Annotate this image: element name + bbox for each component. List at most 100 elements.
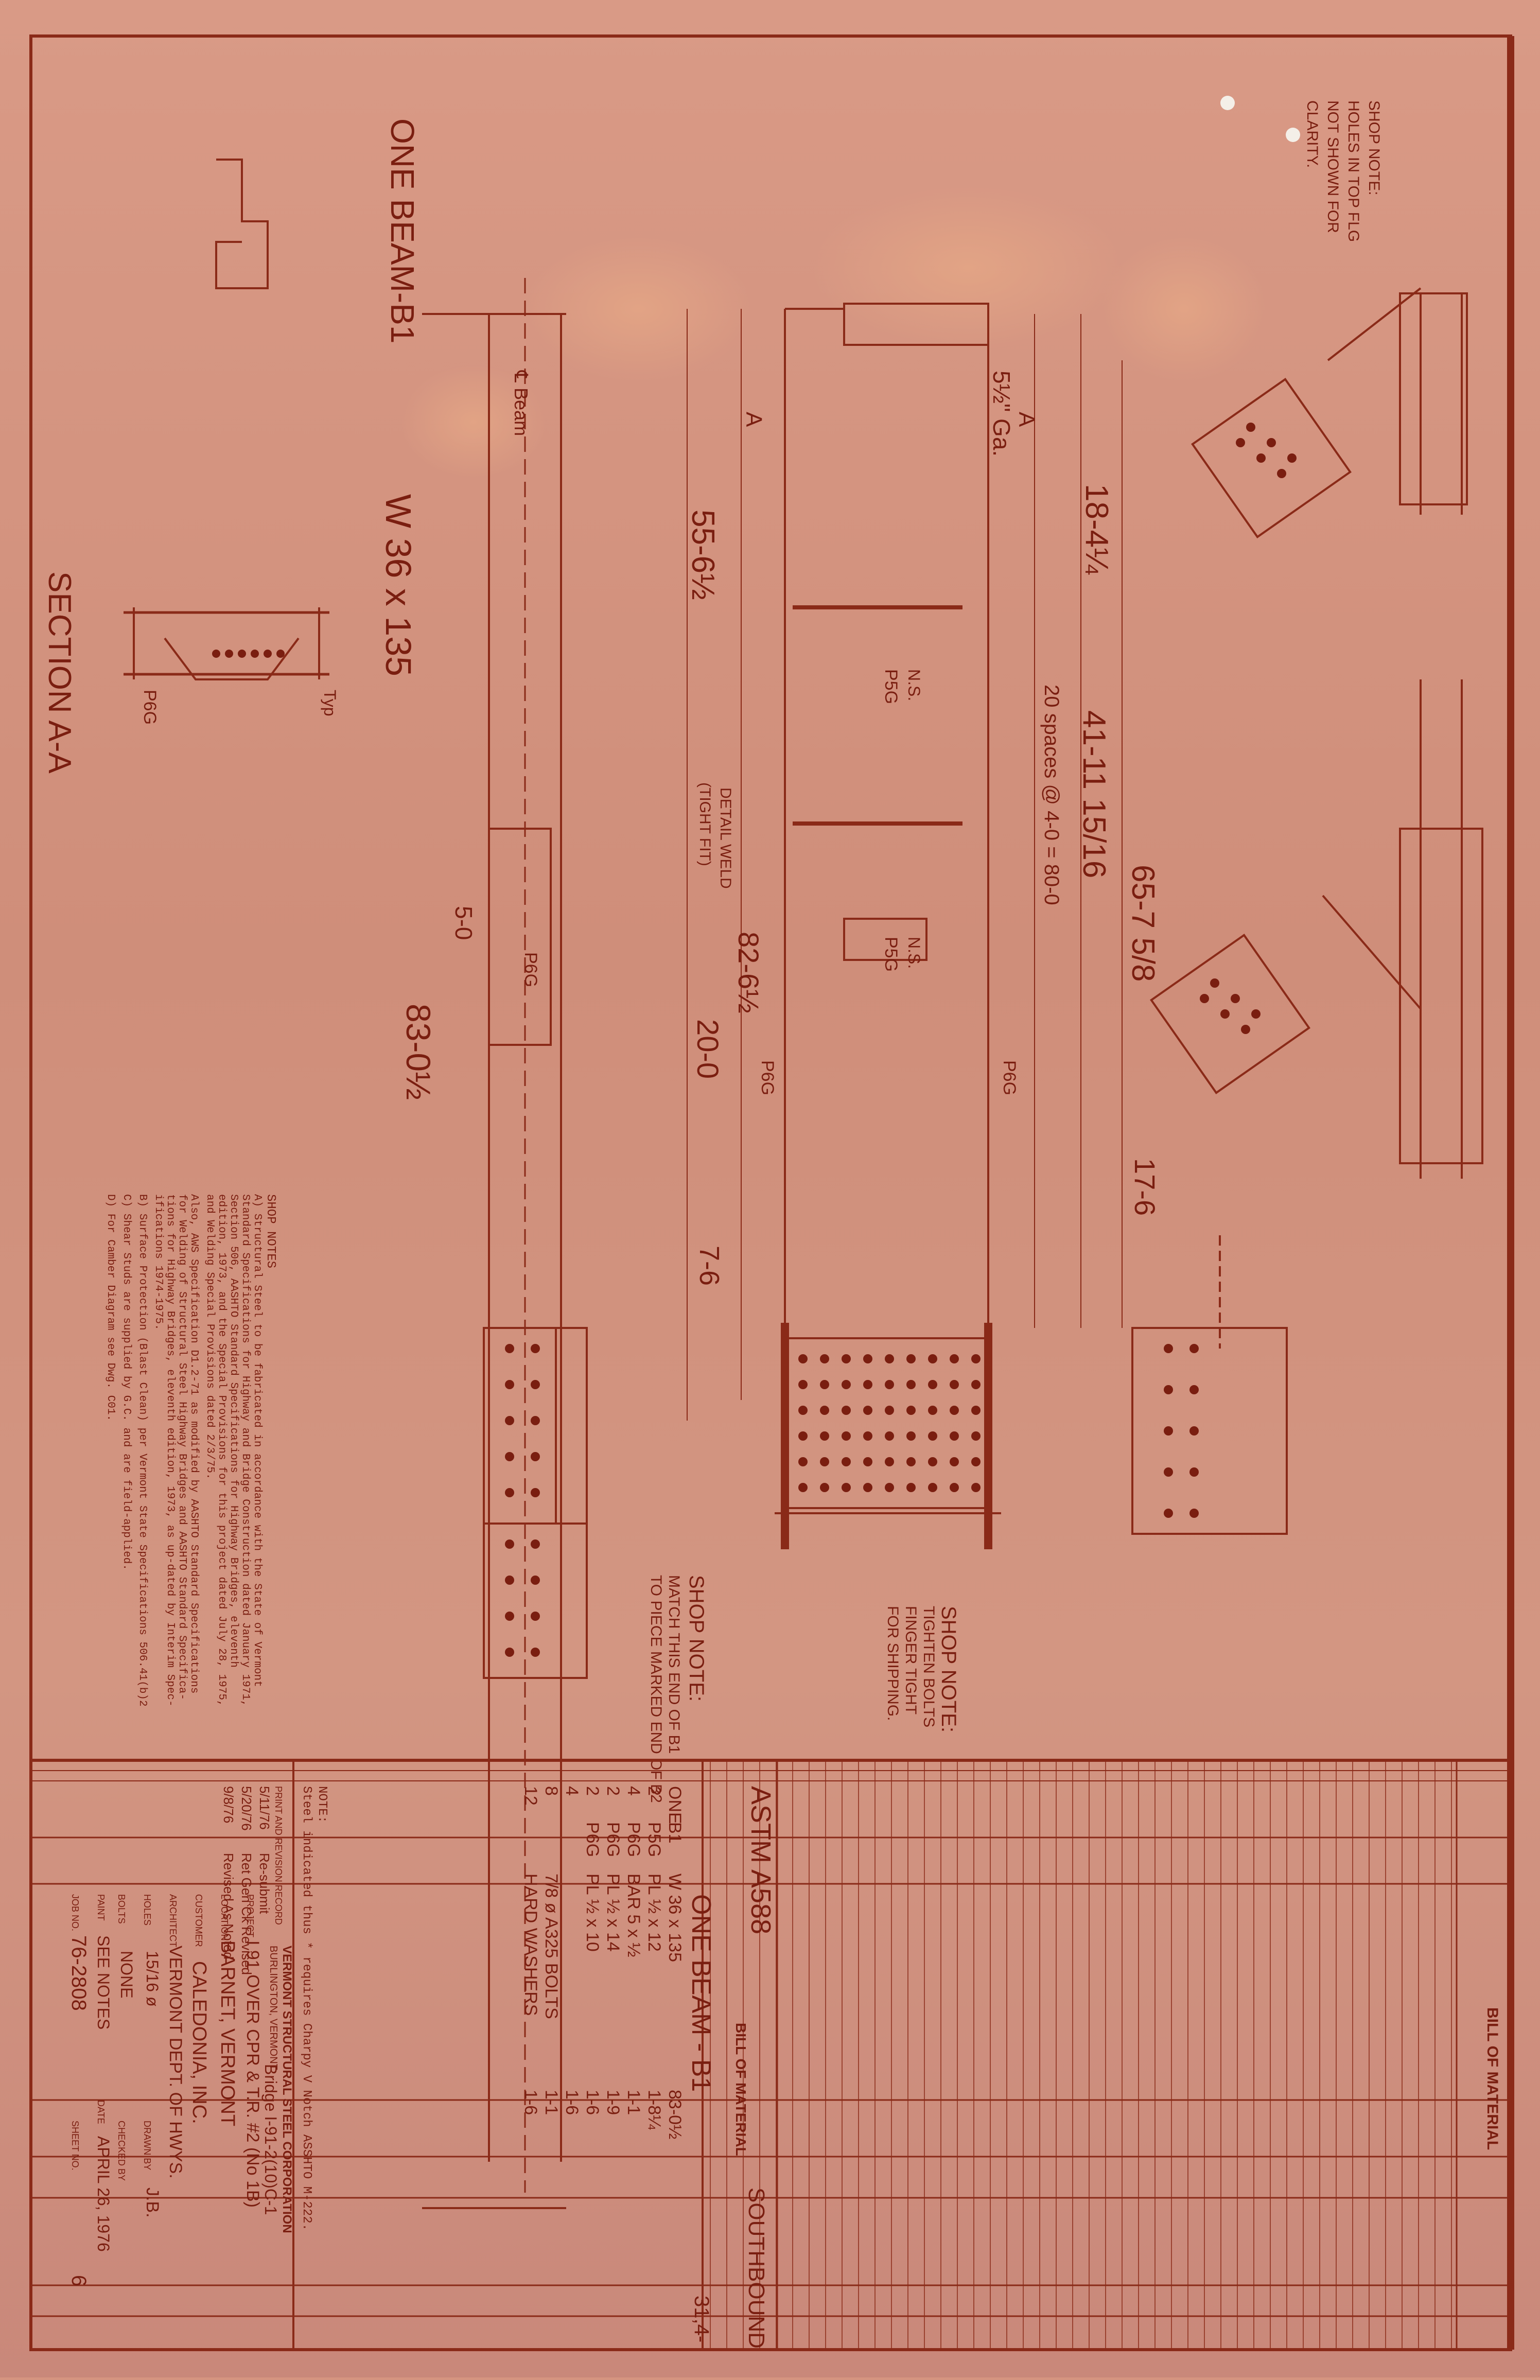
splice-bolt-hole — [906, 1431, 916, 1441]
shop-notes-line: B) Surface Protection (Blast Clean) per … — [136, 1194, 148, 1707]
splice-bolt-hole — [928, 1483, 937, 1492]
punch-hole — [1286, 128, 1300, 142]
splice-bolt-hole — [798, 1483, 808, 1492]
splice-bolt-hole — [885, 1354, 894, 1363]
a-mark-1: A — [741, 412, 766, 427]
bill-cell-mark: P6G — [603, 1822, 623, 1857]
location-value: BARNET, VERMONT — [217, 1940, 238, 2126]
splice-bolt-hole — [820, 1354, 829, 1363]
splice-bolt-hole — [885, 1457, 894, 1466]
splice-bolt-hole — [971, 1354, 981, 1363]
splice-bolt-hole — [798, 1406, 808, 1415]
holes-value: 15/16 ø — [143, 1951, 162, 2007]
splice-bolt-hole — [798, 1354, 808, 1363]
bill-cell-mark: B1 — [665, 1822, 685, 1844]
splice-bolt-hole — [842, 1457, 851, 1466]
project-label: PROJECT — [245, 1894, 255, 1937]
pdg-label-1: P6G — [521, 952, 540, 987]
bill-cell-desc: BAR 5 x ½ — [624, 1874, 643, 1957]
bill-cell-no: 2 — [644, 1786, 664, 1796]
bill-cell-no: 2 — [583, 1786, 602, 1796]
splice-bolt-hole — [820, 1431, 829, 1441]
shop-notes-line: tions for Highway Bridges, eleventh edit… — [164, 1194, 176, 1707]
shop-note-match: SHOP NOTE: MATCH THIS END OF B1 TO PIECE… — [647, 1575, 708, 1803]
splice-bolt-hole — [885, 1406, 894, 1415]
bill-cell-len: 1-6 — [562, 2090, 582, 2115]
bill-cell-no: 4 — [562, 1786, 582, 1796]
dim-d4: 5-0 — [450, 906, 477, 940]
bill-cell-len: 83-0½ — [665, 2090, 685, 2139]
shop-notes-line: A) Structural Steel to be fabricated in … — [251, 1194, 263, 1687]
bill-cell-len: 1-6 — [521, 2090, 540, 2115]
splice-bolt-hole — [928, 1406, 937, 1415]
revision-row: Re-submit — [257, 1853, 272, 1914]
dim-d5: 41-11 15/16 — [1076, 710, 1112, 878]
bill-cell-no: 8 — [541, 1786, 561, 1796]
dim-total: 83-0½ — [399, 1004, 437, 1100]
pdg-label-3: P6G — [1000, 1060, 1019, 1095]
paint-label: PAINT — [96, 1894, 106, 1921]
splice-bolt-hole — [820, 1457, 829, 1466]
project-value: I 91 OVER CPR & T.R. #2 (No 1B) — [243, 1940, 262, 2208]
splice-bolt-hole — [863, 1431, 872, 1441]
customer-value: CALEDONIA, INC. — [188, 1961, 210, 2124]
bill-of-material-grid — [31, 1759, 1511, 2350]
splice-bolt-grid — [798, 1354, 981, 1492]
shop-note-tighten-line: SHOP NOTE: — [937, 1606, 960, 1732]
main-beam-drawing — [124, 159, 1483, 2209]
shop-note-holes-line: HOLES IN TOP FLG — [1345, 100, 1362, 242]
bill-cell-no: 4 — [624, 1786, 643, 1796]
bill-cell-desc: PL ½ x 14 — [603, 1874, 623, 1952]
tight-fit-label: (TIGHT FIT) — [696, 782, 713, 866]
southbound-label: SOUTHBOUND — [744, 2188, 769, 2349]
shop-notes-line: Standard Specifications for Highway and … — [239, 1194, 251, 1707]
dim-spaces: 20 spaces @ 4-0 = 80-0 — [1040, 685, 1063, 905]
bill-cell-len: 1-6 — [583, 2090, 602, 2115]
bill-cell-desc: HARD WASHERS — [521, 1874, 540, 2016]
splice-bolt-hole — [928, 1431, 937, 1441]
splice-bolt-hole — [798, 1380, 808, 1389]
splice-bolt-hole — [842, 1431, 851, 1441]
beam-subtitle: ONE BEAM - B1 — [686, 1894, 716, 2092]
shop-notes-line: C) Shear Studs are supplied by G.C. and … — [120, 1194, 132, 1570]
weight-total: 31,4- — [690, 2296, 713, 2342]
splice-bolt-hole — [950, 1457, 959, 1466]
splice-bolt-hole — [820, 1406, 829, 1415]
splice-bolt-hole — [885, 1380, 894, 1389]
shop-note-tighten-line: FOR SHIPPING. — [884, 1606, 901, 1721]
bill-column-lines — [31, 1836, 1511, 2317]
bill-cell-mark: P6G — [624, 1822, 643, 1857]
splice-bolt-hole — [863, 1483, 872, 1492]
dim-d3: 7-6 — [694, 1246, 725, 1286]
splice-bolt-hole — [906, 1406, 916, 1415]
bill-cell-mark: P6G — [583, 1822, 602, 1857]
splice-bolt-hole — [971, 1406, 981, 1415]
splice-bolt-hole — [971, 1483, 981, 1492]
bill-cell-mark: P5G — [644, 1822, 664, 1857]
bill-cell-desc: PL ½ x 12 — [644, 1874, 664, 1952]
bill-cell-no: 2 — [603, 1786, 623, 1796]
pdg-label-2: P6G — [758, 1060, 777, 1095]
date-value: APRIL 26, 1976 — [94, 2136, 113, 2252]
dim-d9: 82-6½ — [732, 932, 765, 1013]
splice-bolt-hole — [820, 1380, 829, 1389]
dim-d7: 65-7 5/8 — [1125, 865, 1161, 982]
shop-note-match-line: SHOP NOTE: — [685, 1575, 708, 1702]
bill-cell-no: ONE — [665, 1786, 685, 1824]
title-block: VERMONT STRUCTURAL STEEL CORPORATION BUR… — [67, 1786, 294, 2286]
splice-bolt-hole — [928, 1457, 937, 1466]
shop-notes-line: edition, 1973, and the Special Provision… — [216, 1194, 227, 1707]
splice-bolt-hole — [798, 1457, 808, 1466]
bolts-value: NONE — [117, 1951, 136, 1998]
psg-label-2: P5G — [881, 937, 901, 972]
ns-label-1: N.S. — [905, 669, 923, 701]
splice-bolt-hole — [971, 1457, 981, 1466]
shop-notes-line: and Welding Special Provisions dated 2/3… — [204, 1194, 216, 1480]
checked-label: CHECKED BY — [116, 2121, 127, 2181]
splice-bolt-hole — [842, 1354, 851, 1363]
project-value-2: Bridge I-91-2(10)C-1 — [261, 2064, 280, 2215]
location-label: LOCATION — [219, 1894, 230, 1941]
drawn-label: DRAWN BY — [142, 2121, 152, 2170]
splice-bolt-hole — [906, 1354, 916, 1363]
